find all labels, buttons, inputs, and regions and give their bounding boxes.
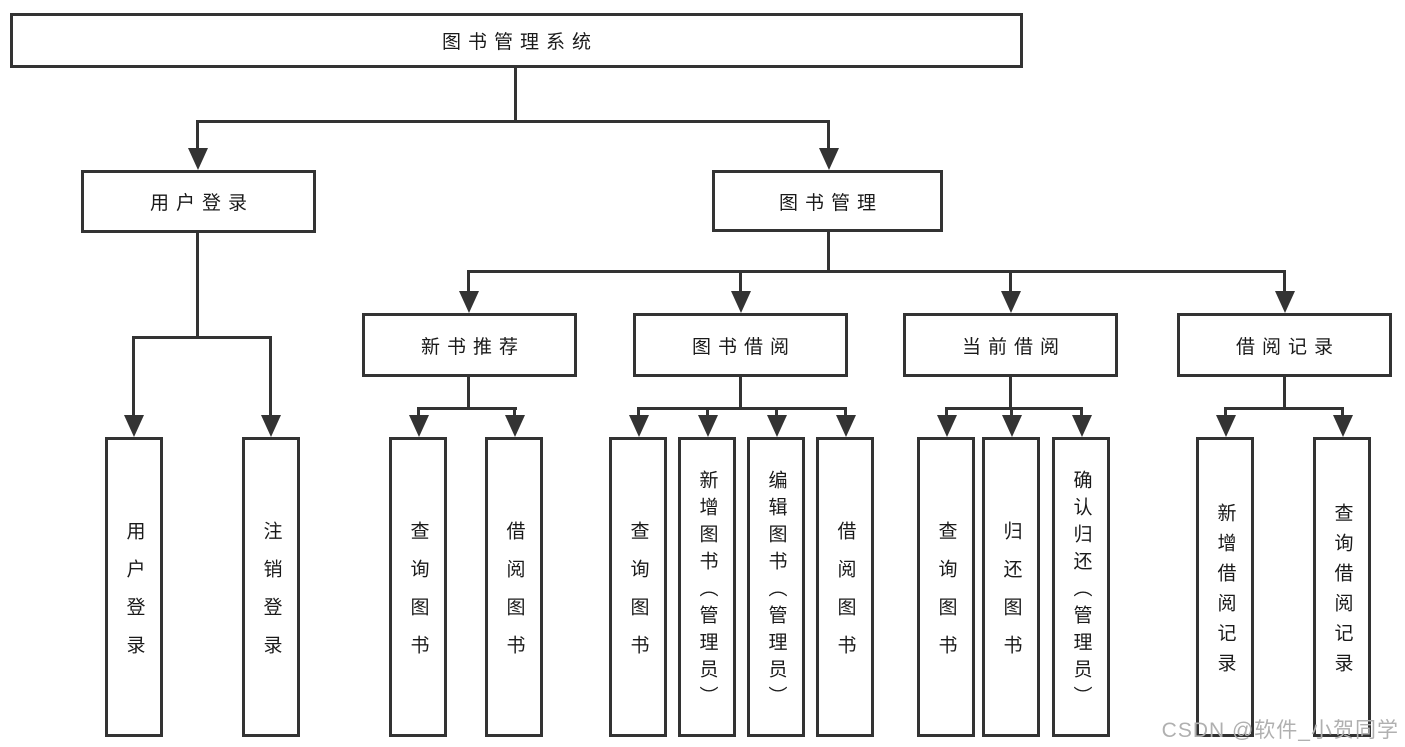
connector-arrow (1341, 407, 1344, 415)
node-label: 用户登录 (149, 193, 254, 214)
leaf-logout: 注销登录 (242, 437, 300, 737)
connector-vline (1009, 377, 1012, 410)
node-label: 当前借阅 (961, 336, 1066, 358)
connector-vline (514, 68, 517, 122)
connector-hline (132, 336, 272, 339)
leaf-add-borrow-record: 新增借阅记录 (1196, 437, 1254, 737)
connector-arrow (945, 407, 948, 415)
connector-arrow (269, 336, 272, 415)
connector-vline (467, 377, 470, 410)
connector-arrow (1080, 407, 1083, 415)
leaf-label: 查询借阅记录 (1331, 502, 1353, 683)
connector-vline (196, 233, 199, 339)
connector-arrow (775, 407, 778, 415)
leaf-edit-book-admin: 编辑图书（管理员） (747, 437, 805, 737)
leaf-label: 查询图书 (627, 520, 649, 673)
node-library-management-system: 图书管理系统 (10, 13, 1023, 68)
connector-vline (827, 232, 830, 273)
connector-arrow (196, 120, 199, 148)
leaf-query-borrow-record: 查询借阅记录 (1313, 437, 1371, 737)
leaf-borrow-books-1: 借阅图书 (485, 437, 543, 737)
connector-arrow (467, 270, 470, 291)
connector-arrow (417, 407, 420, 415)
node-label: 借阅记录 (1235, 336, 1340, 358)
leaf-query-books-2: 查询图书 (609, 437, 667, 737)
connector-arrow (827, 120, 830, 148)
leaf-return-books: 归还图书 (982, 437, 1040, 737)
leaf-label: 查询图书 (935, 520, 957, 673)
connector-arrow (132, 336, 135, 415)
connector-hline (196, 120, 830, 123)
node-book-management: 图书管理 (712, 170, 943, 232)
node-label: 新书推荐 (420, 336, 525, 358)
node-book-borrowing: 图书借阅 (633, 313, 848, 377)
watermark: CSDN @软件_小贺同学 (1161, 719, 1399, 742)
leaf-borrow-books-2: 借阅图书 (816, 437, 874, 737)
leaf-query-books-1: 查询图书 (389, 437, 447, 737)
node-new-book-recommendation: 新书推荐 (362, 313, 577, 377)
connector-vline (739, 377, 742, 410)
node-user-login: 用户登录 (81, 170, 316, 233)
node-label: 图书借阅 (691, 336, 796, 358)
connector-arrow (1283, 270, 1286, 291)
connector-hline (467, 270, 1284, 273)
connector-hline (945, 407, 1082, 410)
leaf-label: 归还图书 (1000, 520, 1022, 673)
connector-arrow (1010, 407, 1013, 415)
leaf-label: 查询图书 (407, 520, 429, 673)
connector-arrow (739, 270, 742, 291)
connector-hline (637, 407, 846, 410)
leaf-label: 新增借阅记录 (1214, 502, 1236, 683)
node-label: 图书管理系统 (441, 32, 598, 53)
leaf-confirm-return-admin: 确认归还（管理员） (1052, 437, 1110, 737)
leaf-label: 借阅图书 (503, 520, 525, 673)
leaf-label: 借阅图书 (834, 520, 856, 673)
connector-arrow (844, 407, 847, 415)
leaf-add-book-admin: 新增图书（管理员） (678, 437, 736, 737)
leaf-label: 新增图书（管理员） (696, 469, 718, 713)
connector-arrow (637, 407, 640, 415)
connector-hline (417, 407, 517, 410)
node-label: 图书管理 (778, 192, 883, 214)
node-current-borrowing: 当前借阅 (903, 313, 1118, 377)
connector-arrow (1009, 270, 1012, 291)
node-borrowing-records: 借阅记录 (1177, 313, 1392, 377)
connector-arrow (1224, 407, 1227, 415)
leaf-label: 编辑图书（管理员） (765, 469, 787, 713)
leaf-label: 确认归还（管理员） (1070, 469, 1092, 713)
leaf-label: 注销登录 (260, 520, 282, 673)
leaf-label: 用户登录 (123, 520, 145, 673)
connector-vline (1283, 377, 1286, 410)
leaf-query-books-3: 查询图书 (917, 437, 975, 737)
connector-arrow (706, 407, 709, 415)
leaf-user-login: 用户登录 (105, 437, 163, 737)
connector-arrow (513, 407, 516, 415)
connector-hline (1224, 407, 1344, 410)
